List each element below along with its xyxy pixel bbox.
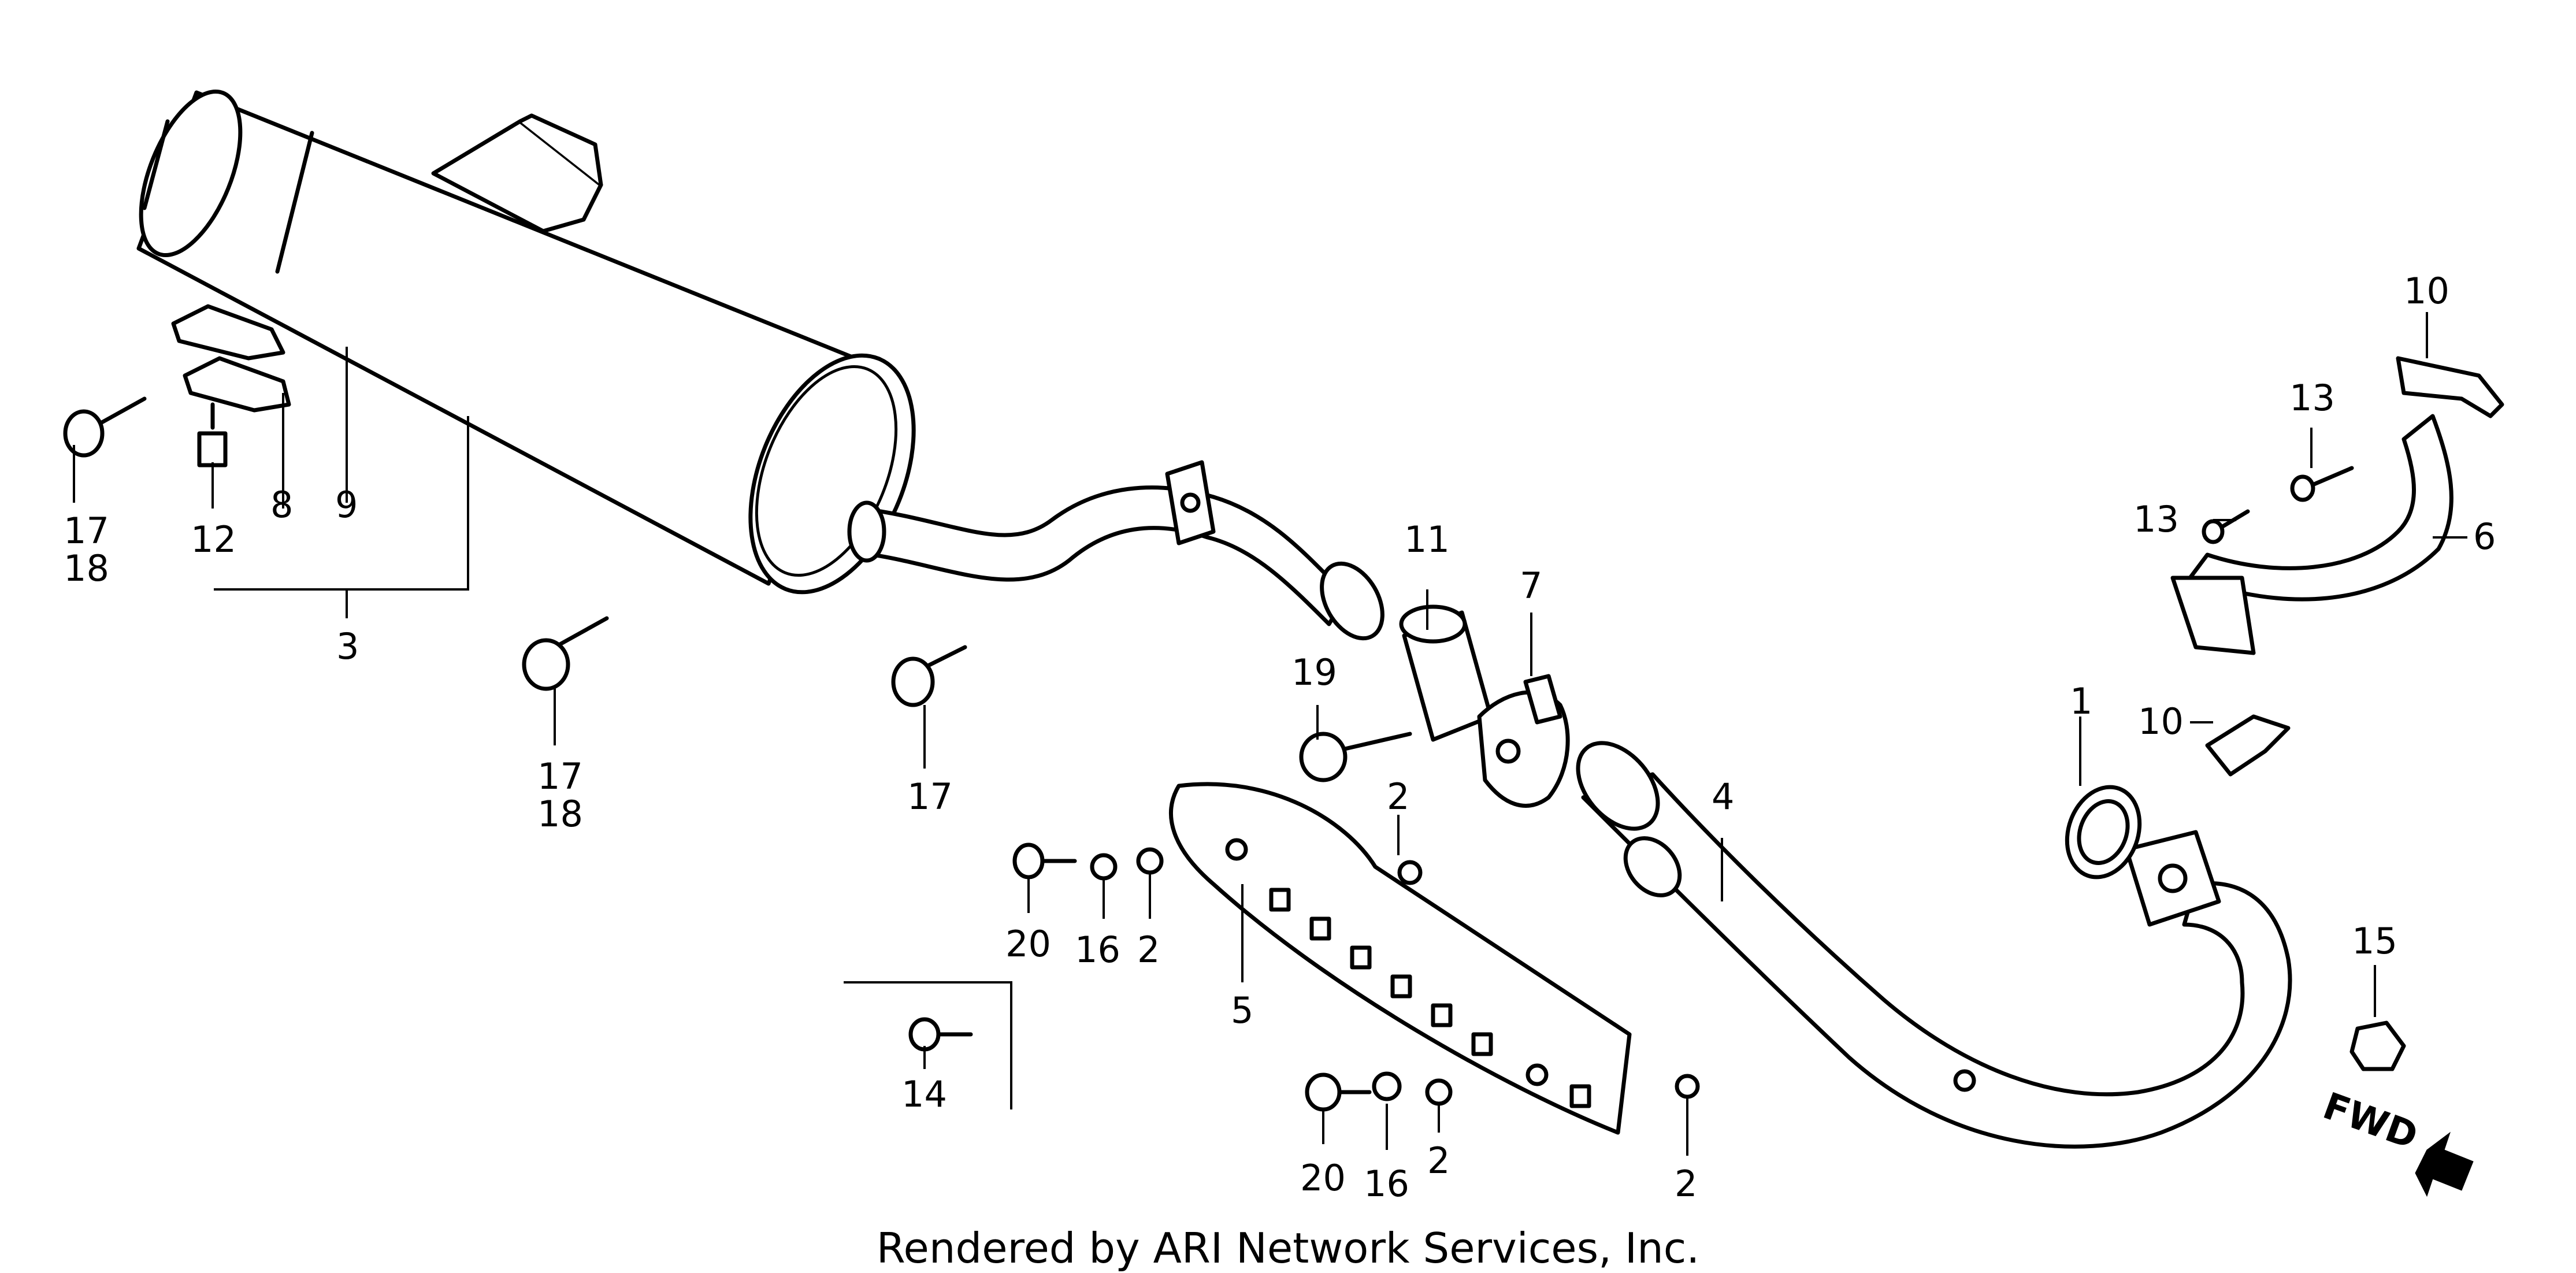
callout-2: 2 — [1387, 775, 1409, 818]
callout-16: 16 — [1364, 1163, 1409, 1205]
callout-10: 10 — [2404, 270, 2449, 312]
callout-16: 16 — [1075, 929, 1120, 971]
callout-13: 13 — [2289, 377, 2335, 419]
stay-bracket-bottom — [2205, 714, 2291, 777]
callout-15: 15 — [2352, 920, 2397, 962]
callout-6: 6 — [2473, 515, 2496, 558]
callout-2: 2 — [1427, 1140, 1450, 1182]
washer-2-mid — [1397, 860, 1423, 885]
callout-18: 18 — [537, 793, 583, 835]
bolt-20-upper — [1012, 843, 1077, 879]
washer-2-right — [1675, 1074, 1700, 1099]
exhaust-clamp — [1477, 674, 1570, 808]
washer-16-upper — [1090, 853, 1118, 881]
exhaust-pipe — [1576, 741, 2292, 1149]
bolt-13-lower — [2202, 509, 2250, 544]
bolt-17-right — [891, 645, 967, 707]
bolt-17-18-center — [522, 616, 609, 691]
fwd-label: FWD — [2318, 1085, 2423, 1158]
callout-10: 10 — [2138, 700, 2184, 743]
leader-lines — [73, 312, 2467, 1156]
heat-protector — [2170, 414, 2453, 655]
bolt-20-lower — [1305, 1072, 1372, 1112]
callout-18: 18 — [64, 547, 109, 589]
washer-16-lower — [1372, 1071, 1402, 1101]
callout-17: 17 — [64, 510, 109, 552]
stay-bracket-top — [2396, 356, 2504, 418]
callout-13: 13 — [2133, 498, 2179, 540]
callout-2: 2 — [1675, 1163, 1697, 1205]
callout-8: 8 — [270, 484, 293, 526]
callout-20: 20 — [1005, 923, 1051, 965]
washer-2-lower — [1425, 1078, 1453, 1106]
callout-12: 12 — [191, 518, 236, 561]
bolt-19 — [1299, 732, 1412, 782]
callout-14: 14 — [901, 1073, 947, 1115]
exhaust-band — [1399, 604, 1493, 742]
muffler-pipe — [847, 460, 1384, 641]
callout-20: 20 — [1300, 1157, 1346, 1199]
washer-2-upper — [1136, 847, 1164, 875]
callout-3: 3 — [336, 625, 359, 667]
bolt-17-18-left — [63, 396, 147, 458]
part-callouts: 1 2 2 2 2 3 4 5 6 7 8 9 10 10 11 12 13 1… — [64, 270, 2496, 1205]
callout-17: 17 — [537, 755, 583, 797]
callout-9: 9 — [335, 484, 358, 526]
plate-8 — [183, 356, 291, 413]
callout-5: 5 — [1231, 989, 1253, 1031]
callout-1: 1 — [2070, 680, 2092, 722]
render-credit: Rendered by ARI Network Services, Inc. — [877, 1224, 1699, 1272]
bolt-14 — [908, 1017, 973, 1052]
forward-direction-indicator: FWD — [2318, 1085, 2474, 1197]
nut-15 — [2349, 1020, 2406, 1071]
bolt-13-upper — [2290, 466, 2354, 502]
callout-2: 2 — [1137, 929, 1160, 971]
callout-19: 19 — [1291, 651, 1337, 693]
callout-4: 4 — [1712, 775, 1734, 818]
callout-11: 11 — [1404, 518, 1450, 561]
muffler — [136, 89, 916, 595]
plate-9 — [171, 304, 285, 361]
callout-17: 17 — [907, 775, 953, 818]
bolt-12-stud — [197, 402, 228, 467]
callout-7: 7 — [1520, 565, 1542, 607]
muffler-protector — [1169, 782, 1632, 1135]
forward-arrow-icon — [2415, 1131, 2474, 1197]
